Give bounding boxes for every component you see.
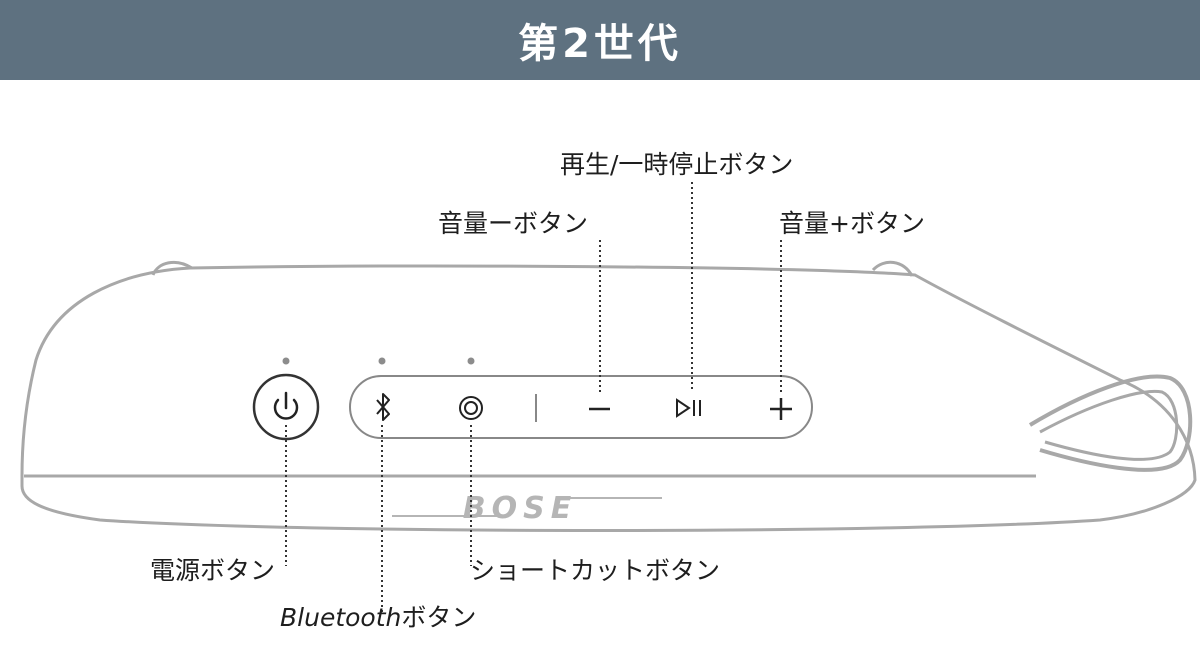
speaker-outline [20,264,1197,532]
power-led [282,357,290,365]
play-pause-label: 再生/一時停止ボタン [560,150,794,179]
leader-lines [285,182,782,612]
speaker-body [20,260,1197,532]
bluetooth-label-suffix: ボタン [401,603,477,632]
shortcut-button[interactable] [459,396,483,420]
bose-logo: BOSE [392,491,662,526]
volume-down-label: 音量ーボタン [438,209,589,238]
strap-inner [1039,389,1179,461]
bluetooth-button[interactable] [364,390,400,426]
status-indicators [282,357,475,365]
shortcut-led [467,357,475,365]
right-bump [871,260,914,277]
bluetooth-led [378,357,386,365]
strap-loop [1028,374,1193,472]
play-pause-icon [676,398,701,418]
shortcut-icon [459,396,483,420]
play-pause-button[interactable] [676,398,701,418]
volume-up-button[interactable] [770,398,792,420]
left-bump [151,260,193,276]
power-icon [273,391,299,420]
volume-up-label: 音量+ボタン [779,209,925,238]
plus-icon [770,398,792,420]
shortcut-label: ショートカットボタン [470,556,721,585]
power-label: 電源ボタン [150,556,276,585]
bluetooth-label: Bluetoothボタン [280,598,476,634]
bluetooth-icon [376,393,390,421]
control-panel [349,375,813,439]
bluetooth-label-brand: Bluetooth [280,603,402,632]
header-bar: 第2世代 [0,0,1200,80]
bose-logo-text: BOSE [463,491,577,526]
power-button[interactable] [252,373,320,441]
header-title: 第2世代 [518,21,682,67]
